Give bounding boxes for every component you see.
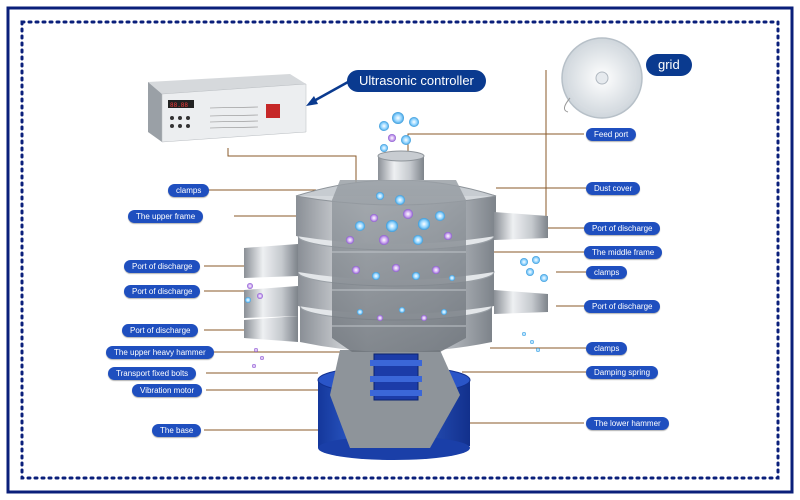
- label-vibration-motor: Vibration motor: [132, 384, 203, 397]
- label-feed-port: Feed port: [586, 128, 637, 141]
- label-clamps-upper-left: clamps: [168, 184, 210, 197]
- label-port-of-discharge-right-1: Port of discharge: [584, 222, 661, 235]
- ultrasonic-controller-image: 88.88: [148, 74, 307, 143]
- label-port-of-discharge-right-2: Port of discharge: [584, 300, 661, 313]
- label-middle-frame: The middle frame: [584, 246, 663, 259]
- grid-image: [561, 37, 643, 119]
- label-dust-cover: Dust cover: [586, 182, 641, 195]
- vibration-motor: [370, 353, 422, 401]
- particles: [245, 112, 548, 368]
- label-upper-frame: The upper frame: [128, 210, 204, 223]
- grid-title: grid: [646, 54, 692, 76]
- label-port-of-discharge-3: Port of discharge: [122, 324, 199, 337]
- label-lower-hammer: The lower hammer: [586, 417, 669, 430]
- label-transport-fixed-bolts: Transport fixed bolts: [108, 367, 197, 380]
- svg-text:88.88: 88.88: [170, 102, 188, 109]
- label-clamps-right-1: clamps: [586, 266, 628, 279]
- controller-arrow: [311, 80, 349, 104]
- label-damping-spring: Damping spring: [586, 366, 659, 379]
- label-upper-heavy-hammer: The upper heavy hammer: [106, 346, 214, 359]
- label-the-base: The base: [152, 424, 202, 437]
- label-port-of-discharge-2: Port of discharge: [124, 285, 201, 298]
- label-clamps-right-2: clamps: [586, 342, 628, 355]
- dotted-border: [20, 20, 780, 480]
- controller-title: Ultrasonic controller: [347, 70, 486, 92]
- outer-border: [6, 6, 794, 494]
- label-port-of-discharge-1: Port of discharge: [124, 260, 201, 273]
